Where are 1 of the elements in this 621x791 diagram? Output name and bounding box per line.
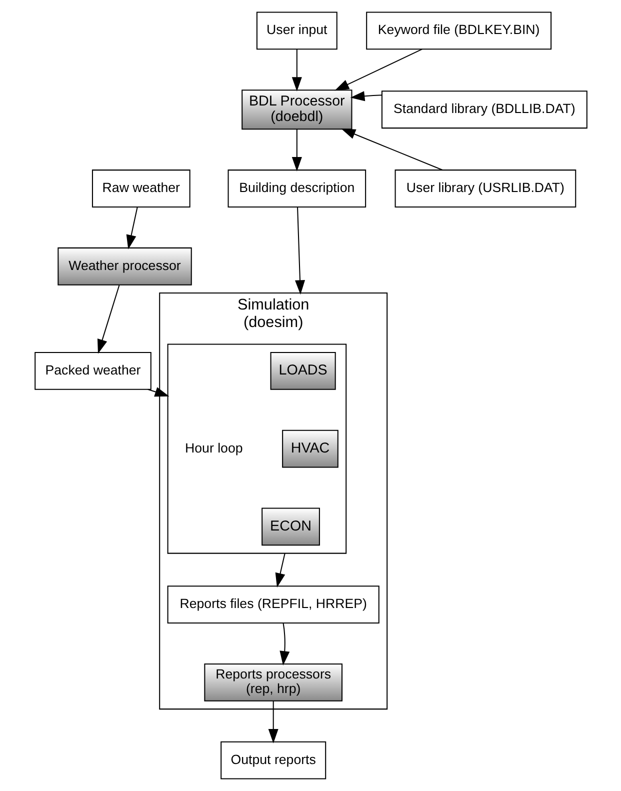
label: Hour loop — [184, 440, 242, 456]
